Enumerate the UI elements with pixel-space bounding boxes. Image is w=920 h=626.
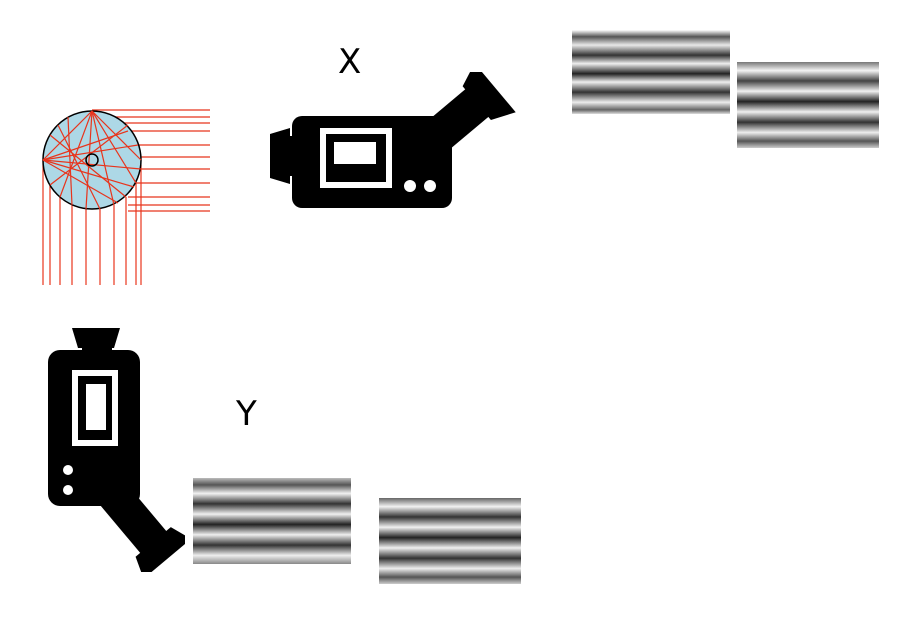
scattering-sphere-diagram	[42, 109, 210, 285]
interference-fringe-y-1	[193, 478, 351, 564]
label-x: X	[338, 42, 362, 82]
video-camera-icon	[48, 328, 185, 572]
label-y: Y	[236, 394, 257, 434]
interference-fringe-y-2	[379, 498, 521, 584]
video-camera-icon	[270, 72, 516, 208]
interference-fringe-x-2	[737, 62, 879, 148]
interference-fringe-x-1	[572, 30, 730, 114]
